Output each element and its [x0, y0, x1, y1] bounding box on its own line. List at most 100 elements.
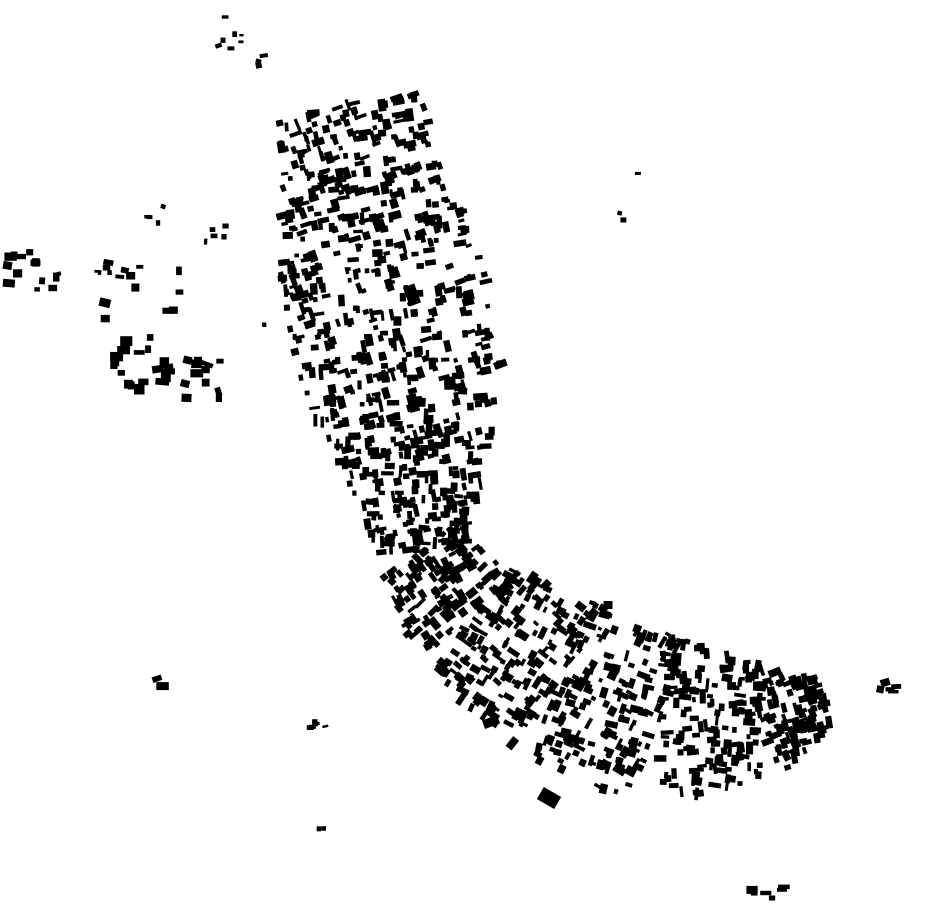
- building: [751, 668, 759, 675]
- building: [697, 721, 705, 733]
- building: [777, 671, 786, 683]
- building: [477, 477, 483, 491]
- building: [288, 225, 297, 231]
- building: [434, 284, 443, 297]
- building: [505, 707, 517, 718]
- building: [556, 757, 565, 765]
- building: [405, 622, 413, 630]
- building: [783, 763, 792, 771]
- building: [412, 503, 420, 518]
- building: [283, 145, 290, 153]
- building: [399, 252, 409, 262]
- building: [544, 734, 556, 746]
- building: [637, 707, 650, 718]
- building: [361, 230, 372, 241]
- building: [582, 671, 591, 682]
- building: [809, 690, 822, 700]
- building: [523, 695, 533, 705]
- building: [441, 438, 451, 445]
- building: [627, 677, 636, 689]
- building: [402, 371, 408, 378]
- building: [501, 600, 509, 607]
- building: [293, 200, 303, 213]
- building: [518, 722, 524, 728]
- building: [724, 780, 730, 792]
- building: [653, 755, 667, 762]
- building: [558, 710, 568, 721]
- building: [238, 40, 244, 44]
- building: [542, 686, 552, 699]
- building: [160, 371, 171, 383]
- building: [537, 625, 549, 641]
- building: [810, 704, 817, 713]
- building: [458, 208, 465, 216]
- building: [402, 628, 413, 639]
- building: [387, 265, 397, 279]
- building: [342, 118, 351, 127]
- building: [303, 135, 309, 142]
- building: [422, 246, 435, 254]
- building: [318, 368, 324, 381]
- building: [294, 253, 300, 258]
- building: [395, 569, 404, 578]
- building: [328, 186, 340, 194]
- building: [416, 470, 429, 478]
- building: [378, 353, 388, 362]
- building: [431, 516, 441, 522]
- building: [136, 264, 144, 269]
- building: [401, 357, 408, 363]
- building: [476, 323, 482, 331]
- building: [458, 607, 467, 617]
- building: [364, 130, 371, 136]
- building: [100, 314, 110, 323]
- building: [346, 457, 359, 464]
- building: [780, 702, 788, 714]
- building: [175, 289, 184, 295]
- building: [476, 561, 489, 573]
- building: [767, 685, 775, 696]
- building: [340, 444, 355, 455]
- building: [455, 692, 468, 707]
- building: [312, 719, 318, 723]
- building: [455, 685, 470, 696]
- building: [478, 695, 490, 708]
- building: [550, 627, 559, 636]
- building: [386, 399, 400, 406]
- building: [714, 709, 721, 717]
- building: [742, 717, 756, 727]
- building: [305, 171, 312, 180]
- building: [342, 152, 349, 160]
- building: [337, 194, 350, 201]
- building: [305, 126, 314, 135]
- building: [519, 603, 526, 610]
- building: [560, 727, 572, 736]
- building: [517, 719, 529, 728]
- building: [443, 561, 456, 575]
- building: [402, 307, 409, 319]
- building: [696, 665, 706, 673]
- building: [636, 670, 649, 680]
- building: [311, 136, 326, 148]
- building: [181, 393, 192, 403]
- building: [488, 644, 499, 654]
- building: [541, 714, 549, 725]
- building: [505, 736, 520, 751]
- building: [491, 570, 503, 582]
- building: [425, 199, 432, 208]
- building: [484, 352, 493, 361]
- building: [467, 451, 474, 464]
- building: [641, 730, 656, 740]
- building: [644, 742, 651, 750]
- building: [676, 669, 681, 679]
- building: [547, 639, 553, 646]
- building: [762, 677, 773, 685]
- building: [372, 239, 382, 247]
- building: [398, 467, 403, 478]
- building: [749, 728, 759, 736]
- building: [385, 453, 391, 462]
- building: [379, 535, 385, 548]
- building: [541, 645, 550, 654]
- building: [355, 305, 360, 314]
- building: [48, 284, 58, 292]
